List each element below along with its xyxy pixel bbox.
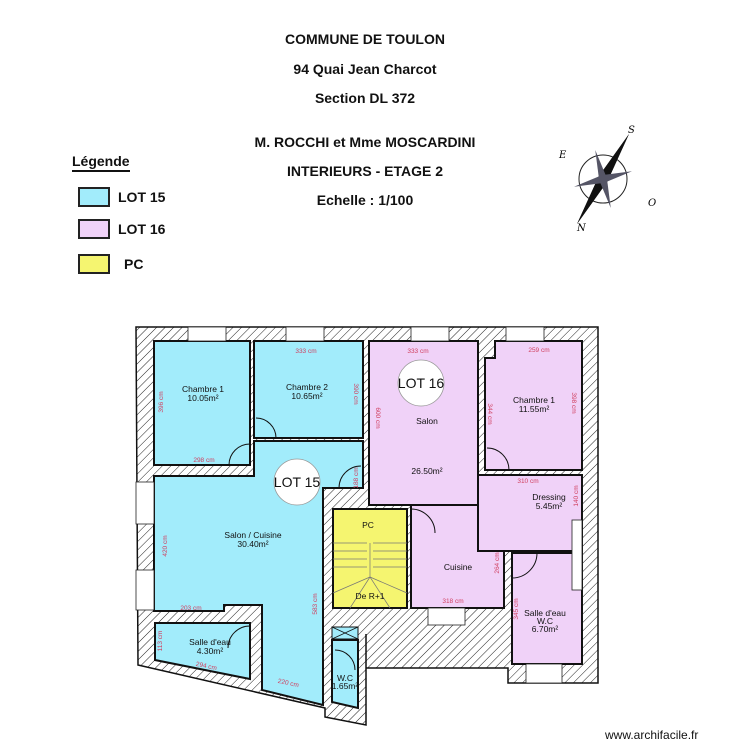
room-name: Chambre 1 <box>182 384 224 394</box>
dimension-label: 310 cm <box>517 478 538 485</box>
compass-label-e: E <box>558 150 567 161</box>
compass-label-n: N <box>576 223 587 234</box>
room-name: Salle d'eau <box>524 608 566 618</box>
lot16-marker: LOT 16 <box>397 359 445 407</box>
title-owners: M. ROCCHI et Mme MOSCARDINI <box>254 134 476 150</box>
room-area: 10.65m² <box>291 391 322 401</box>
room-name: Cuisine <box>444 562 473 572</box>
room-wc-lot15 <box>331 639 359 710</box>
title-level: INTERIEURS - ETAGE 2 <box>286 163 444 179</box>
room-name: Dressing <box>532 492 566 502</box>
legend-swatch-lot16 <box>78 219 110 239</box>
room-dressing <box>477 474 583 552</box>
dimension-label: 203 cm <box>180 605 201 612</box>
lot15-marker: LOT 15 <box>273 458 321 506</box>
room-area: 6.70m² <box>532 624 559 634</box>
room-name-2: W.C <box>537 616 553 626</box>
dimension-label: 396 cm <box>158 391 165 412</box>
dimension-label: 420 cm <box>162 535 169 556</box>
room-chambre1-lot16 <box>484 340 583 471</box>
watermark: www.archifacile.fr <box>605 728 699 742</box>
title-section: Section DL 372 <box>314 90 416 106</box>
room-sub: De R+1 <box>355 591 384 601</box>
room-area: 4.30m² <box>197 646 224 656</box>
lot15-label: LOT 15 <box>274 474 321 490</box>
legend-item-lot15: LOT 15 <box>78 187 165 207</box>
room-salle-eau-wc-lot16 <box>511 552 583 665</box>
room-area: 11.55m² <box>519 404 550 414</box>
dimension-label: 113 cm <box>157 631 164 652</box>
legend-swatch-pc <box>78 254 110 274</box>
dimension-label: 318 cm <box>442 598 463 605</box>
dimension-label: 298 cm <box>193 457 214 464</box>
room-salon-cuisine <box>153 440 364 707</box>
dimension-label: 259 cm <box>528 347 549 354</box>
dimension-label: 188 cm <box>353 467 360 488</box>
legend-item-lot16: LOT 16 <box>78 219 165 239</box>
legend-label: PC <box>124 256 144 272</box>
title-address: 94 Quai Jean Charcot <box>293 61 437 77</box>
dimension-label: 220 cm <box>277 678 299 689</box>
staircase-icon <box>332 542 408 609</box>
legend-label: LOT 16 <box>118 221 166 237</box>
dimension-label: 344 cm <box>486 403 493 424</box>
room-area: 30.40m² <box>237 539 268 549</box>
compass-label-o: O <box>648 198 656 209</box>
room-area: 10.05m² <box>187 393 218 403</box>
dimension-label: 333 cm <box>295 348 316 355</box>
dimension-label: 390 cm <box>352 383 359 404</box>
room-area: 1.65m² <box>332 681 359 691</box>
lot16-label: LOT 16 <box>398 375 445 391</box>
room-chambre1-lot15 <box>153 340 251 466</box>
room-name: Chambre 1 <box>513 395 555 405</box>
room-name: W.C <box>337 673 353 683</box>
compass-label-s: S <box>628 125 635 136</box>
room-name: Salle d'eau <box>189 637 231 647</box>
title-commune: COMMUNE DE TOULON <box>285 31 445 47</box>
dimension-label: 140 cm <box>573 485 580 506</box>
door-swings <box>227 417 538 671</box>
compass-rose-icon: S E O N <box>558 125 656 234</box>
dimension-label: 264 cm <box>494 552 501 573</box>
legend-item-pc: PC <box>78 254 143 274</box>
title-scale: Echelle : 1/100 <box>316 192 414 208</box>
room-name: Salon <box>416 416 438 426</box>
dimension-label: 294 cm <box>195 661 217 672</box>
room-salle-eau-lot15 <box>154 622 251 681</box>
dimension-label: 345 cm <box>513 598 520 619</box>
room-area: 26.50m² <box>411 466 442 476</box>
dimension-label: 600 cm <box>374 407 381 428</box>
legend-swatch-lot15 <box>78 187 110 207</box>
dimension-label: 583 cm <box>312 593 319 614</box>
windows <box>135 326 583 684</box>
room-name: Chambre 2 <box>286 382 328 392</box>
legend-title: Légende <box>72 153 130 172</box>
dimension-label: 333 cm <box>407 348 428 355</box>
dimension-label: 398 cm <box>570 392 577 413</box>
room-name: PC <box>362 520 374 530</box>
legend-label: LOT 15 <box>118 189 166 205</box>
room-area: 5.45m² <box>536 501 563 511</box>
room-name: Salon / Cuisine <box>224 530 281 540</box>
